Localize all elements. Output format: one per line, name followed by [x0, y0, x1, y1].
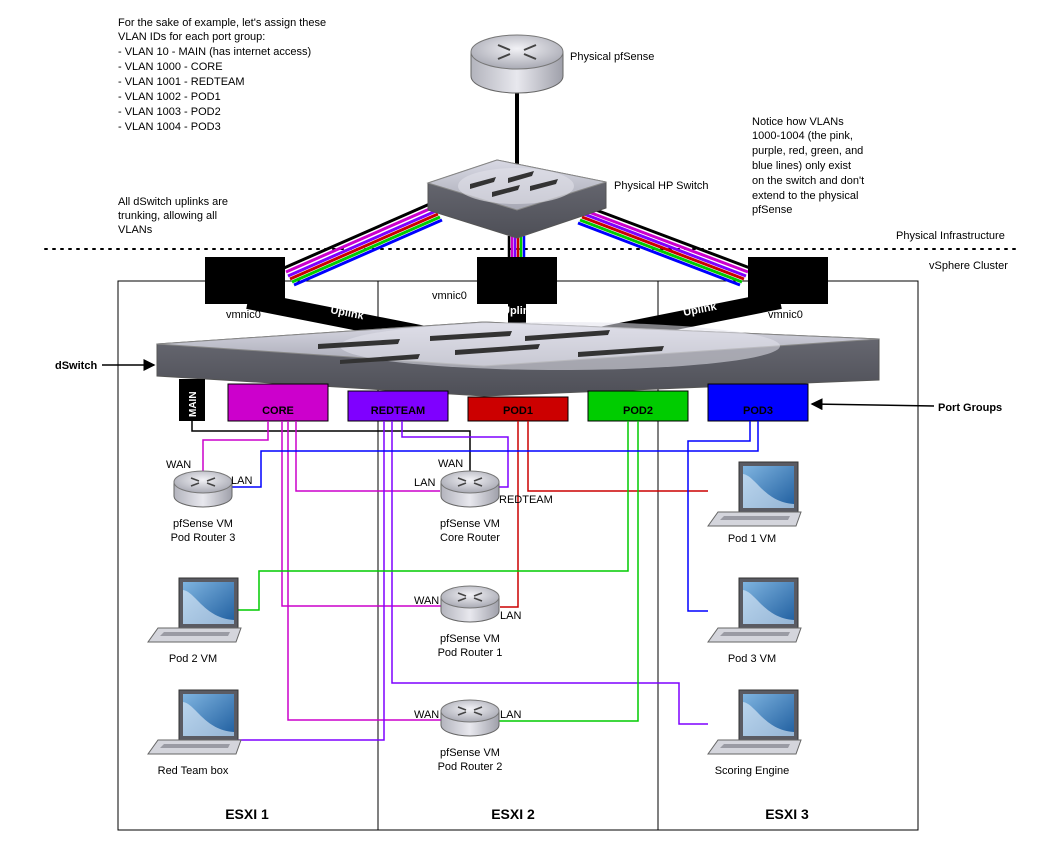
trunk-bundle-left — [283, 201, 443, 287]
trunk-bundle-middle — [507, 236, 526, 258]
pod3-router-name-2: Pod Router 3 — [171, 532, 236, 544]
pod1-router-icon — [440, 585, 500, 623]
core-router-wan-label: WAN — [438, 458, 463, 470]
pod2-router-wan-label: WAN — [414, 709, 439, 721]
vmnic-mid-label: vmnic0 — [432, 290, 467, 302]
svg-text:pfSense: pfSense — [752, 204, 792, 216]
vmnic-mid-box — [477, 257, 557, 304]
pod1-router-lan-label: LAN — [500, 610, 521, 622]
physical-pfsense-router-icon — [470, 34, 564, 94]
svg-text:VLAN IDs for each port group:: VLAN IDs for each port group: — [118, 31, 265, 43]
notice-note: Notice how VLANs 1000-1004 (the pink, pu… — [752, 116, 864, 216]
svg-text:For the sake of example, let's: For the sake of example, let's assign th… — [118, 17, 326, 29]
esxi2-title: ESXI 2 — [491, 806, 535, 822]
svg-text:- VLAN 10 - MAIN (has internet: - VLAN 10 - MAIN (has internet access) — [118, 46, 311, 58]
svg-text:VLANs: VLANs — [118, 224, 153, 236]
pod2-vm-laptop-icon — [147, 577, 242, 643]
scoring-engine-label: Scoring Engine — [715, 765, 790, 777]
port-group-main: MAIN — [179, 379, 205, 421]
trunking-note: All dSwitch uplinks are trunking, allowi… — [118, 196, 228, 236]
scoring-engine-laptop-icon — [707, 689, 802, 755]
physical-pfsense-label: Physical pfSense — [570, 51, 654, 63]
svg-text:POD1: POD1 — [503, 405, 533, 417]
svg-text:All dSwitch uplinks are: All dSwitch uplinks are — [118, 196, 228, 208]
core-router-redteam-label: REDTEAM — [499, 494, 553, 506]
pod2-router-name-2: Pod Router 2 — [438, 761, 503, 773]
pod3-router-wan-label: WAN — [166, 459, 191, 471]
svg-text:- VLAN 1003 - POD2: - VLAN 1003 - POD2 — [118, 106, 221, 118]
port-group-redteam: REDTEAM — [347, 390, 449, 422]
svg-text:REDTEAM: REDTEAM — [371, 405, 425, 417]
svg-text:- VLAN 1002 - POD1: - VLAN 1002 - POD1 — [118, 91, 221, 103]
pod3-router-icon — [173, 470, 233, 508]
svg-text:POD2: POD2 — [623, 405, 653, 417]
svg-text:purple, red, green, and: purple, red, green, and — [752, 145, 863, 157]
vmnic-left-label: vmnic0 — [226, 309, 261, 321]
vsphere-cluster-label: vSphere Cluster — [929, 260, 1008, 272]
svg-text:- VLAN 1001 - REDTEAM: - VLAN 1001 - REDTEAM — [118, 76, 245, 88]
core-router-name-1: pfSense VM — [440, 518, 500, 530]
pod3-vm-laptop-icon — [707, 577, 802, 643]
pod1-vm-label: Pod 1 VM — [728, 533, 776, 545]
pod1-router-name-1: pfSense VM — [440, 633, 500, 645]
pod3-router-name-1: pfSense VM — [173, 518, 233, 530]
physical-hp-switch-icon — [426, 159, 607, 239]
physical-infrastructure-label: Physical Infrastructure — [896, 230, 1005, 242]
svg-text:- VLAN 1000 - CORE: - VLAN 1000 - CORE — [118, 61, 223, 73]
dswitch-icon — [156, 321, 880, 397]
core-router-lan-label: LAN — [414, 477, 435, 489]
vmnic-right-box — [748, 257, 828, 304]
pod3-vm-label: Pod 3 VM — [728, 653, 776, 665]
pod2-router-icon — [440, 699, 500, 737]
red-team-box-label: Red Team box — [158, 765, 229, 777]
core-router-name-2: Core Router — [440, 532, 500, 544]
svg-text:Notice how VLANs: Notice how VLANs — [752, 116, 844, 128]
svg-text:blue lines) only exist: blue lines) only exist — [752, 160, 851, 172]
port-groups-label: Port Groups — [938, 402, 1002, 414]
pod2-router-lan-label: LAN — [500, 709, 521, 721]
svg-text:POD3: POD3 — [743, 405, 773, 417]
svg-text:extend to the physical: extend to the physical — [752, 190, 858, 202]
pod1-router-wan-label: WAN — [414, 595, 439, 607]
vmnic-right-label: vmnic0 — [768, 309, 803, 321]
trunk-bundle-right — [577, 205, 751, 287]
pod2-vm-label: Pod 2 VM — [169, 653, 217, 665]
vlan-connections — [191, 421, 759, 741]
port-group-pod3: POD3 — [707, 383, 809, 422]
esxi1-title: ESXI 1 — [225, 806, 269, 822]
svg-text:trunking, allowing all: trunking, allowing all — [118, 210, 217, 222]
port-group-core: CORE — [227, 383, 329, 422]
svg-text:on the switch and don't: on the switch and don't — [752, 175, 864, 187]
pod3-router-lan-label: LAN — [231, 475, 252, 487]
svg-text:CORE: CORE — [262, 405, 294, 417]
vmnic-left-box — [205, 257, 285, 304]
port-group-pod2: POD2 — [587, 390, 689, 422]
uplink-mid-label: Uplink — [502, 305, 536, 317]
pod1-vm-laptop-icon — [707, 461, 802, 527]
pod2-router-name-1: pfSense VM — [440, 747, 500, 759]
core-router-icon — [440, 470, 500, 508]
pod1-router-name-2: Pod Router 1 — [438, 647, 503, 659]
esxi3-title: ESXI 3 — [765, 806, 809, 822]
svg-text:MAIN: MAIN — [188, 391, 199, 417]
red-team-box-laptop-icon — [147, 689, 242, 755]
svg-text:1000-1004 (the pink,: 1000-1004 (the pink, — [752, 130, 853, 142]
dswitch-label: dSwitch — [55, 360, 97, 372]
svg-text:- VLAN 1004 - POD3: - VLAN 1004 - POD3 — [118, 121, 221, 133]
vlan-intro-note: For the sake of example, let's assign th… — [118, 17, 326, 133]
port-groups-pointer-arrow — [810, 398, 935, 411]
port-group-pod1: POD1 — [467, 396, 569, 422]
physical-hp-switch-label: Physical HP Switch — [614, 180, 709, 192]
